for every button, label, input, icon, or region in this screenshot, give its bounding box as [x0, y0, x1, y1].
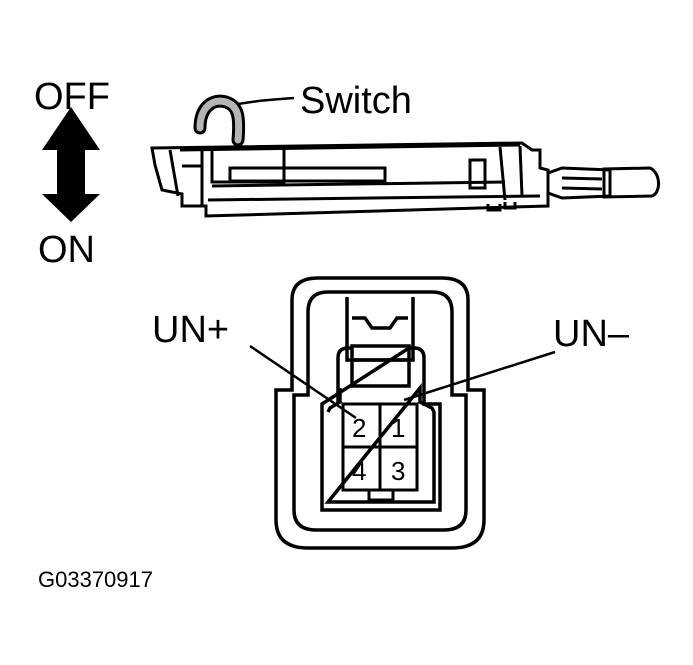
direction-arrow-icon: [42, 107, 100, 222]
un-plus-leader: [249, 344, 357, 420]
pin-4-label: 4: [352, 456, 366, 486]
cable: [547, 166, 660, 200]
switch-knob: [193, 94, 295, 147]
off-label: OFF: [34, 76, 110, 118]
on-label: ON: [38, 229, 95, 271]
un-minus-label: UN–: [553, 313, 630, 355]
pin-grid: [341, 402, 419, 502]
pin-1-label: 1: [391, 413, 405, 443]
pin-2-label: 2: [352, 413, 366, 443]
figure-code: G03370917: [38, 567, 153, 592]
switch-label: Switch: [300, 80, 412, 122]
un-plus-label: UN+: [152, 309, 229, 351]
pin-3-label: 3: [391, 456, 405, 486]
un-minus-leader: [403, 350, 556, 402]
switch-body: [150, 141, 550, 218]
connector-housing: [274, 276, 486, 550]
